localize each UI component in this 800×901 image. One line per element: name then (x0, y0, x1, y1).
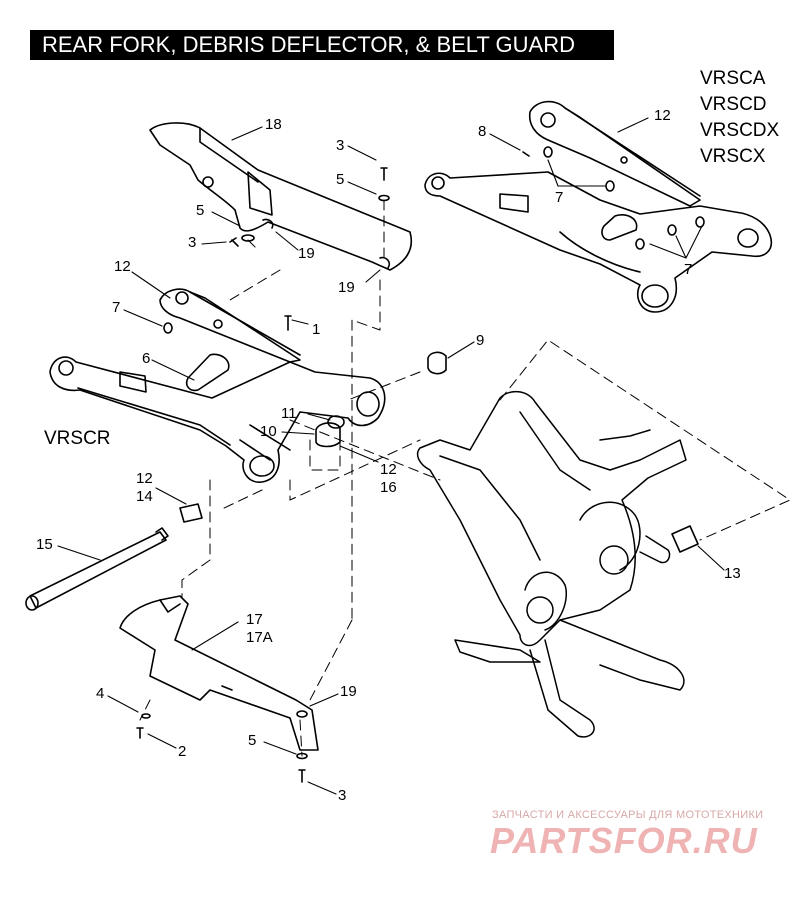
left-small-parts (163, 315, 447, 448)
callout-14: 14 (136, 488, 153, 505)
callout-5: 5 (196, 202, 205, 219)
upper-hardware (229, 167, 390, 247)
callout-4: 4 (96, 685, 105, 702)
callout-3: 3 (338, 787, 347, 804)
right-swingarm (424, 100, 772, 313)
variant-label: VRSCA (700, 68, 766, 89)
callout-2: 2 (178, 743, 187, 760)
callout-19: 19 (298, 245, 315, 262)
variant-label-vrscr: VRSCR (44, 428, 111, 449)
variant-label: VRSCX (700, 146, 766, 167)
callout-18: 18 (265, 116, 282, 133)
callout-19: 19 (340, 683, 357, 700)
callout-9: 9 (476, 332, 485, 349)
belt-guard-upper (149, 122, 412, 271)
diagram-title: REAR FORK, DEBRIS DEFLECTOR, & BELT GUAR… (42, 32, 575, 57)
callout-6: 6 (142, 350, 151, 367)
frame (416, 390, 687, 738)
callout-3: 3 (336, 137, 345, 154)
debris-deflector (119, 595, 319, 751)
callout-5: 5 (248, 732, 257, 749)
callout-12: 12 (380, 461, 397, 478)
variant-label: VRSCD (700, 94, 767, 115)
callout-17a: 17A (246, 629, 273, 646)
callout-1: 1 (312, 321, 321, 338)
callout-11: 11 (281, 405, 297, 422)
callout-12: 12 (136, 470, 153, 487)
callout-15: 15 (36, 536, 53, 553)
callout-7: 7 (555, 189, 564, 206)
watermark-tagline: ЗАПЧАСТИ И АКСЕССУАРЫ ДЛЯ МОТОТЕХНИКИ (492, 809, 764, 821)
callout-10: 10 (260, 423, 277, 440)
left-swingarm (49, 288, 386, 483)
watermark-logo: PARTSFOR.RU (490, 820, 758, 861)
leader-lines (57, 117, 725, 795)
bushing-13 (671, 525, 699, 553)
callout-12: 12 (654, 107, 671, 124)
callout-5: 5 (336, 171, 345, 188)
callout-8: 8 (478, 123, 487, 140)
callout-7: 7 (684, 261, 693, 278)
plugs-right (522, 146, 705, 250)
callout-3: 3 (188, 234, 197, 251)
variant-label: VRSCDX (700, 120, 780, 141)
callout-19: 19 (338, 279, 355, 296)
callout-16: 16 (380, 479, 397, 496)
guide-lines (139, 199, 791, 757)
axle-parts (25, 503, 203, 611)
callout-7: 7 (112, 299, 121, 316)
callout-12: 12 (114, 258, 131, 275)
title-bar (30, 30, 614, 60)
callout-17: 17 (246, 611, 263, 628)
callout-13: 13 (724, 565, 741, 582)
